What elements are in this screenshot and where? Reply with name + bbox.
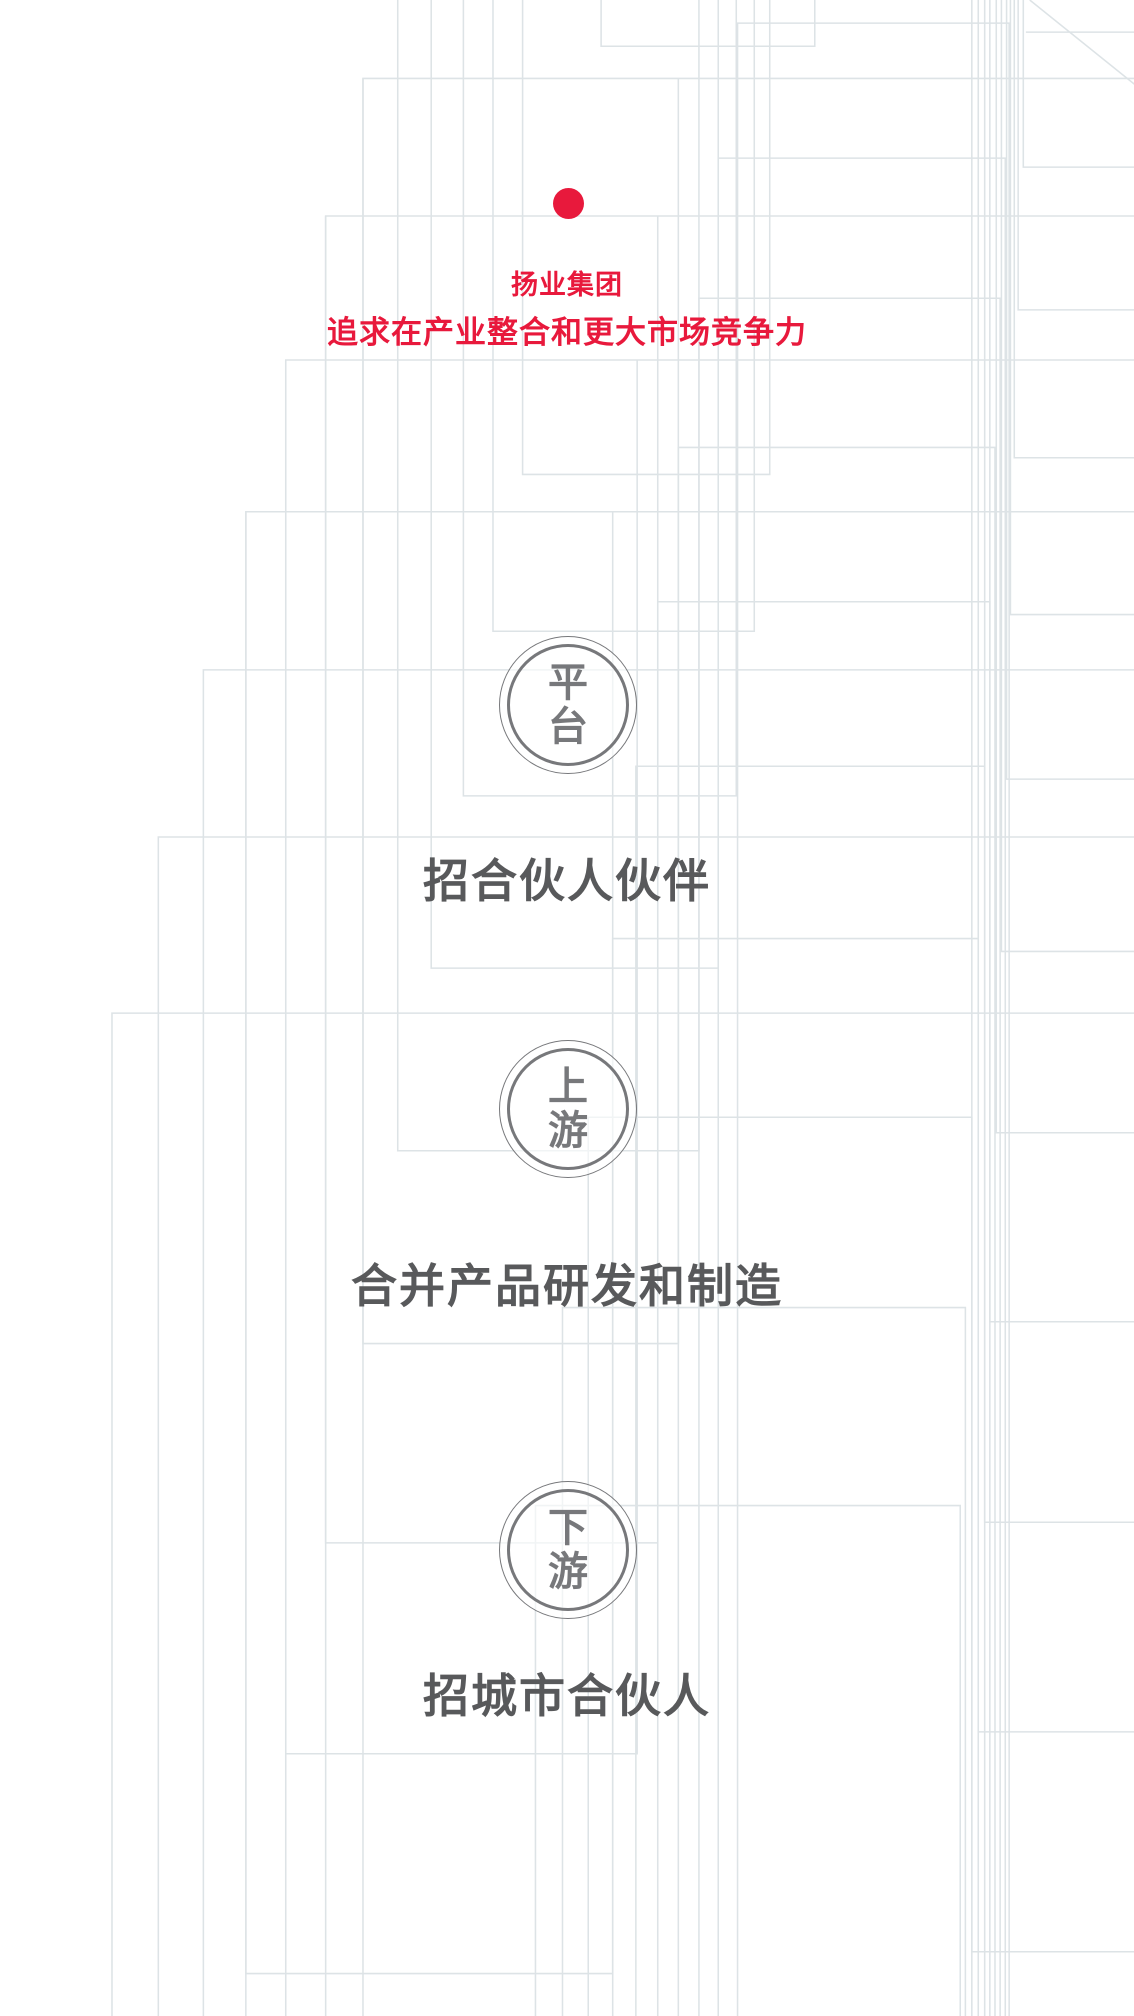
badge-char: 平 bbox=[548, 659, 588, 706]
decorative-line bbox=[1029, 0, 1134, 85]
badge-char: 台 bbox=[548, 703, 588, 750]
decorative-line bbox=[977, 0, 1134, 1733]
decorative-line bbox=[284, 359, 1134, 2016]
decorative-line bbox=[971, 0, 1134, 1953]
decorative-line bbox=[1000, 0, 1134, 953]
badge-char: 下 bbox=[548, 1504, 588, 1551]
decorative-line bbox=[1022, 0, 1134, 168]
section-caption-downstream: 招城市合伙人 bbox=[423, 1669, 711, 1723]
decorative-line bbox=[534, 1504, 962, 2016]
badge-platform: 平 台 bbox=[499, 636, 637, 774]
decorative-line bbox=[1009, 0, 1134, 616]
badge-char: 游 bbox=[548, 1107, 588, 1154]
decorative-line bbox=[430, 0, 720, 969]
decorative-line bbox=[362, 77, 1134, 2016]
badge-upstream: 上 游 bbox=[499, 1040, 637, 1178]
section-caption-upstream: 合并产品研发和制造 bbox=[351, 1259, 783, 1313]
decorative-line bbox=[611, 937, 980, 2016]
badge-downstream: 下 游 bbox=[499, 1481, 637, 1619]
decorative-line bbox=[396, 0, 700, 1152]
decorative-line bbox=[111, 1012, 1134, 2016]
decorative-line bbox=[157, 836, 1134, 2016]
decorative-line bbox=[989, 0, 1134, 1323]
decorative-line bbox=[635, 765, 986, 2016]
decorative-line bbox=[1013, 0, 1134, 459]
decorative-line bbox=[698, 297, 1001, 2016]
decorative-line bbox=[561, 1306, 967, 2016]
decorative-line bbox=[324, 215, 1134, 2016]
decorative-line bbox=[717, 157, 1007, 2016]
badge-char: 游 bbox=[548, 1548, 588, 1595]
company-title: 扬业集团 bbox=[511, 270, 623, 301]
decorative-line bbox=[983, 0, 1134, 1524]
decorative-line bbox=[492, 0, 756, 633]
decorative-line bbox=[202, 669, 1134, 2016]
decorative-line bbox=[521, 0, 771, 476]
decorative-line bbox=[600, 0, 816, 48]
decorative-line bbox=[736, 22, 1010, 2016]
decorative-line bbox=[995, 0, 1134, 1134]
decorative-line bbox=[245, 510, 1134, 2016]
decorative-line bbox=[1017, 0, 1134, 311]
decorative-line bbox=[462, 0, 738, 797]
decorative-line bbox=[677, 446, 996, 2016]
section-caption-platform: 招合伙人伙伴 bbox=[423, 854, 711, 908]
red-dot-marker bbox=[553, 188, 584, 219]
decorative-line bbox=[1005, 0, 1134, 780]
company-slogan: 追求在产业整合和更大市场竞争力 bbox=[327, 315, 807, 351]
badge-char: 上 bbox=[548, 1063, 588, 1110]
